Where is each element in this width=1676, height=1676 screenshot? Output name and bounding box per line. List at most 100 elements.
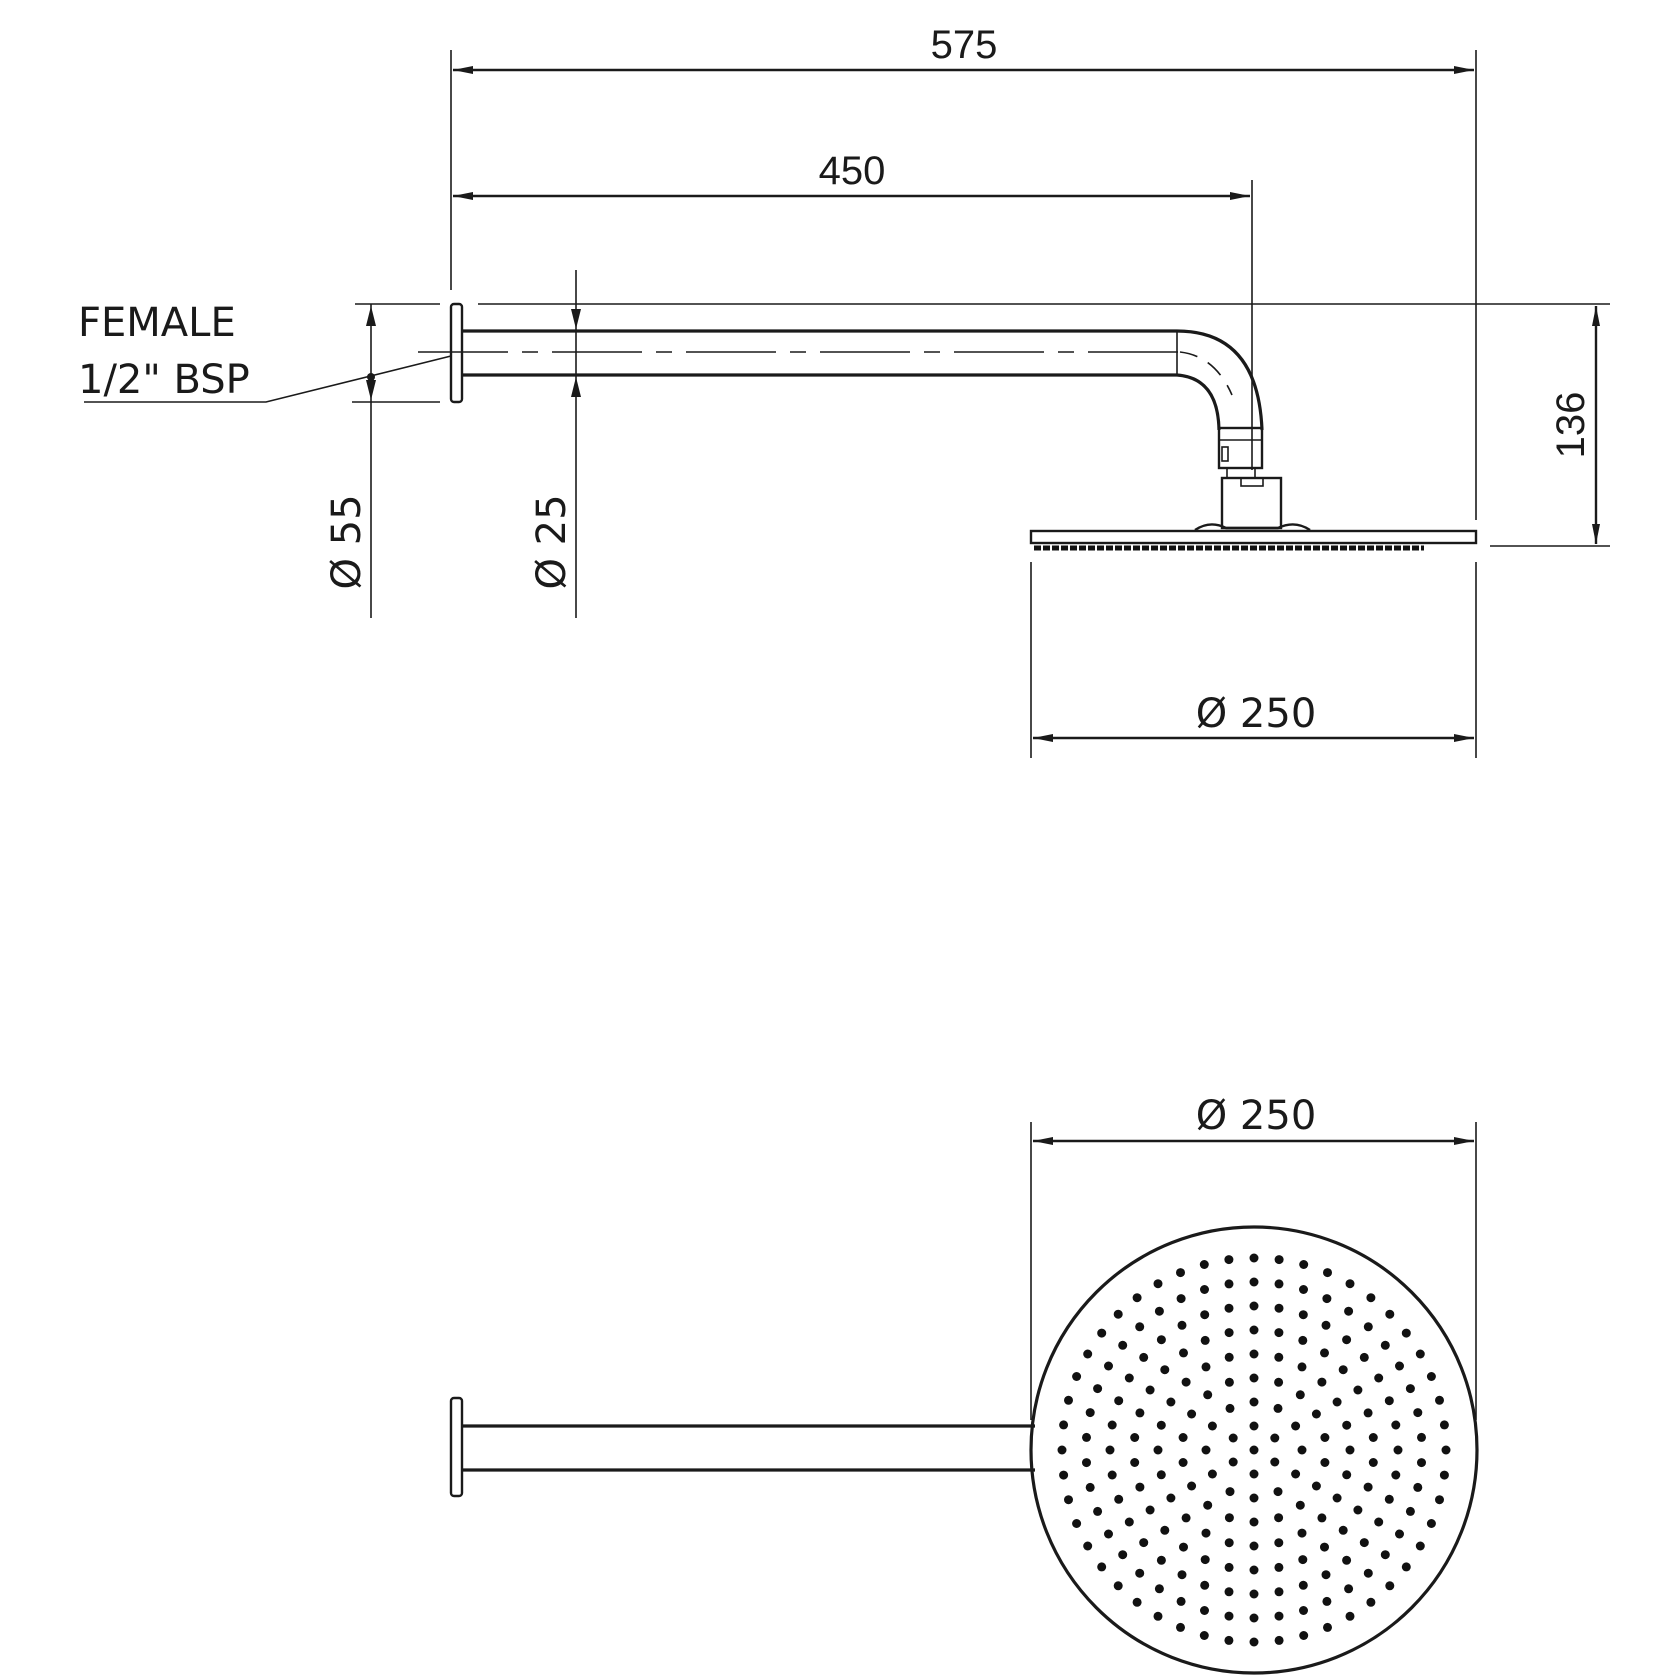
nozzle-dot: [1273, 1403, 1283, 1413]
nozzle-dot: [1295, 1390, 1305, 1400]
nozzle-dot: [1298, 1335, 1308, 1345]
nozzle-dot: [1363, 1482, 1373, 1492]
nozzle-dot: [1274, 1635, 1284, 1645]
nozzle-dot: [1274, 1562, 1284, 1572]
nozzle-dot: [1249, 1253, 1259, 1263]
nozzle-dot: [1249, 1637, 1259, 1647]
nozzle-dot: [1199, 1260, 1209, 1269]
shower-head-face: [1029, 1225, 1479, 1675]
nozzle-dot: [1363, 1408, 1373, 1418]
nozzle-dot: [1135, 1568, 1145, 1578]
shower-arm: [418, 329, 1283, 530]
nozzle-dot: [1085, 1482, 1095, 1492]
nozzle-dot: [1187, 1481, 1197, 1491]
nozzle-dot: [1298, 1555, 1308, 1565]
nozzle-dot: [1366, 1597, 1376, 1607]
nozzle-dot: [1224, 1279, 1234, 1289]
nozzle-dot: [1249, 1613, 1259, 1623]
nozzle-dot: [1179, 1348, 1188, 1358]
nozzle-dot: [1274, 1611, 1284, 1621]
nozzle-dot: [1395, 1529, 1404, 1539]
nozzle-dot: [1178, 1433, 1188, 1442]
nozzle-dot: [1160, 1525, 1170, 1535]
nozzle-dot: [1118, 1550, 1128, 1560]
nozzle-dot: [1338, 1525, 1348, 1535]
nozzle-dot: [1118, 1340, 1128, 1350]
nozzle-dot: [1201, 1445, 1211, 1455]
nozzle-dot: [1082, 1458, 1091, 1468]
nozzle-dot: [1132, 1597, 1142, 1607]
nozzle-dot: [1224, 1611, 1234, 1621]
nozzle-dot: [1249, 1445, 1259, 1455]
nozzle-dot: [1179, 1542, 1188, 1552]
nozzle-dot: [1224, 1255, 1234, 1265]
nozzle-dot: [1297, 1362, 1307, 1372]
nozzle-dot: [1200, 1606, 1209, 1615]
nozzle-dot: [1135, 1482, 1145, 1492]
nozzle-dot: [1181, 1377, 1191, 1387]
nozzle-dot: [1413, 1482, 1423, 1492]
nozzle-dot: [1130, 1458, 1140, 1467]
nozzle-dot: [1093, 1506, 1103, 1516]
nozzle-dot: [1299, 1606, 1308, 1615]
nozzle-dot: [1200, 1285, 1209, 1294]
nozzle-dot: [1380, 1550, 1390, 1560]
nozzle-dot: [1200, 1580, 1210, 1590]
nozzle-dot: [1104, 1361, 1113, 1371]
nozzle-dot: [1124, 1373, 1134, 1383]
nozzle-dot: [1405, 1384, 1415, 1394]
nozzle-dot: [1132, 1293, 1142, 1303]
nozzle-dot: [1311, 1481, 1321, 1491]
nozzle-dot: [1154, 1584, 1164, 1594]
nozzle-dot: [1321, 1320, 1331, 1330]
nozzle-dot: [1224, 1303, 1234, 1313]
nozzle-dot: [1274, 1328, 1284, 1338]
nozzle-dot: [1113, 1581, 1123, 1591]
nozzle-dot: [1224, 1587, 1234, 1597]
nozzle-dot: [1166, 1493, 1176, 1503]
arm-diameter-label: Ø 25: [529, 494, 575, 589]
nozzle-dot: [1107, 1420, 1117, 1430]
nozzle-dot: [1415, 1541, 1425, 1551]
nozzle-dot: [1249, 1325, 1259, 1335]
nozzle-dot: [1345, 1279, 1355, 1289]
nozzle-dot: [1135, 1322, 1145, 1332]
nozzle-dot: [1176, 1268, 1185, 1278]
nozzle-dot: [1359, 1352, 1369, 1362]
thread-note-line2: 1/2" BSP: [78, 357, 250, 403]
nozzle-dot: [1224, 1562, 1234, 1572]
nozzle-dot: [1187, 1409, 1197, 1419]
nozzle-dot: [1249, 1517, 1259, 1527]
total-drop-label: 136: [1549, 392, 1593, 459]
dimension-head-diameter-side: Ø 250: [1030, 562, 1477, 758]
nozzle-dot: [1181, 1513, 1191, 1523]
dimension-arm-diameter: Ø 25: [529, 270, 581, 618]
nozzle-dot: [1322, 1596, 1332, 1606]
nozzle-dot: [1224, 1538, 1234, 1548]
head-diameter-side-label: Ø 250: [1196, 691, 1317, 737]
nozzle-dot: [1366, 1293, 1376, 1303]
nozzle-dot: [1298, 1310, 1308, 1320]
nozzle-dot: [1273, 1487, 1283, 1497]
nozzle-dot: [1439, 1420, 1449, 1430]
nozzle-dot: [1401, 1328, 1411, 1338]
nozzle-dot: [1295, 1500, 1305, 1510]
nozzle-dot: [1249, 1493, 1259, 1503]
nozzle-dot: [1225, 1487, 1235, 1497]
nozzle-dot: [1374, 1517, 1384, 1527]
nozzle-dot: [1342, 1420, 1352, 1430]
nozzle-dot: [1342, 1555, 1352, 1565]
nozzle-dot: [1353, 1385, 1363, 1395]
nozzle-dot: [1249, 1373, 1259, 1383]
nozzle-dot: [1249, 1301, 1259, 1311]
dimension-overall-length: 575: [450, 23, 1477, 520]
head-diameter-top-label: Ø 250: [1196, 1093, 1317, 1139]
nozzle-dot: [1228, 1433, 1238, 1443]
nozzle-dot: [1139, 1538, 1149, 1548]
nozzle-dot: [1291, 1421, 1301, 1431]
nozzle-dot: [1380, 1340, 1390, 1350]
nozzle-dot: [1270, 1457, 1280, 1467]
nozzle-dot: [1415, 1349, 1425, 1359]
nozzle-dot: [1072, 1519, 1082, 1528]
